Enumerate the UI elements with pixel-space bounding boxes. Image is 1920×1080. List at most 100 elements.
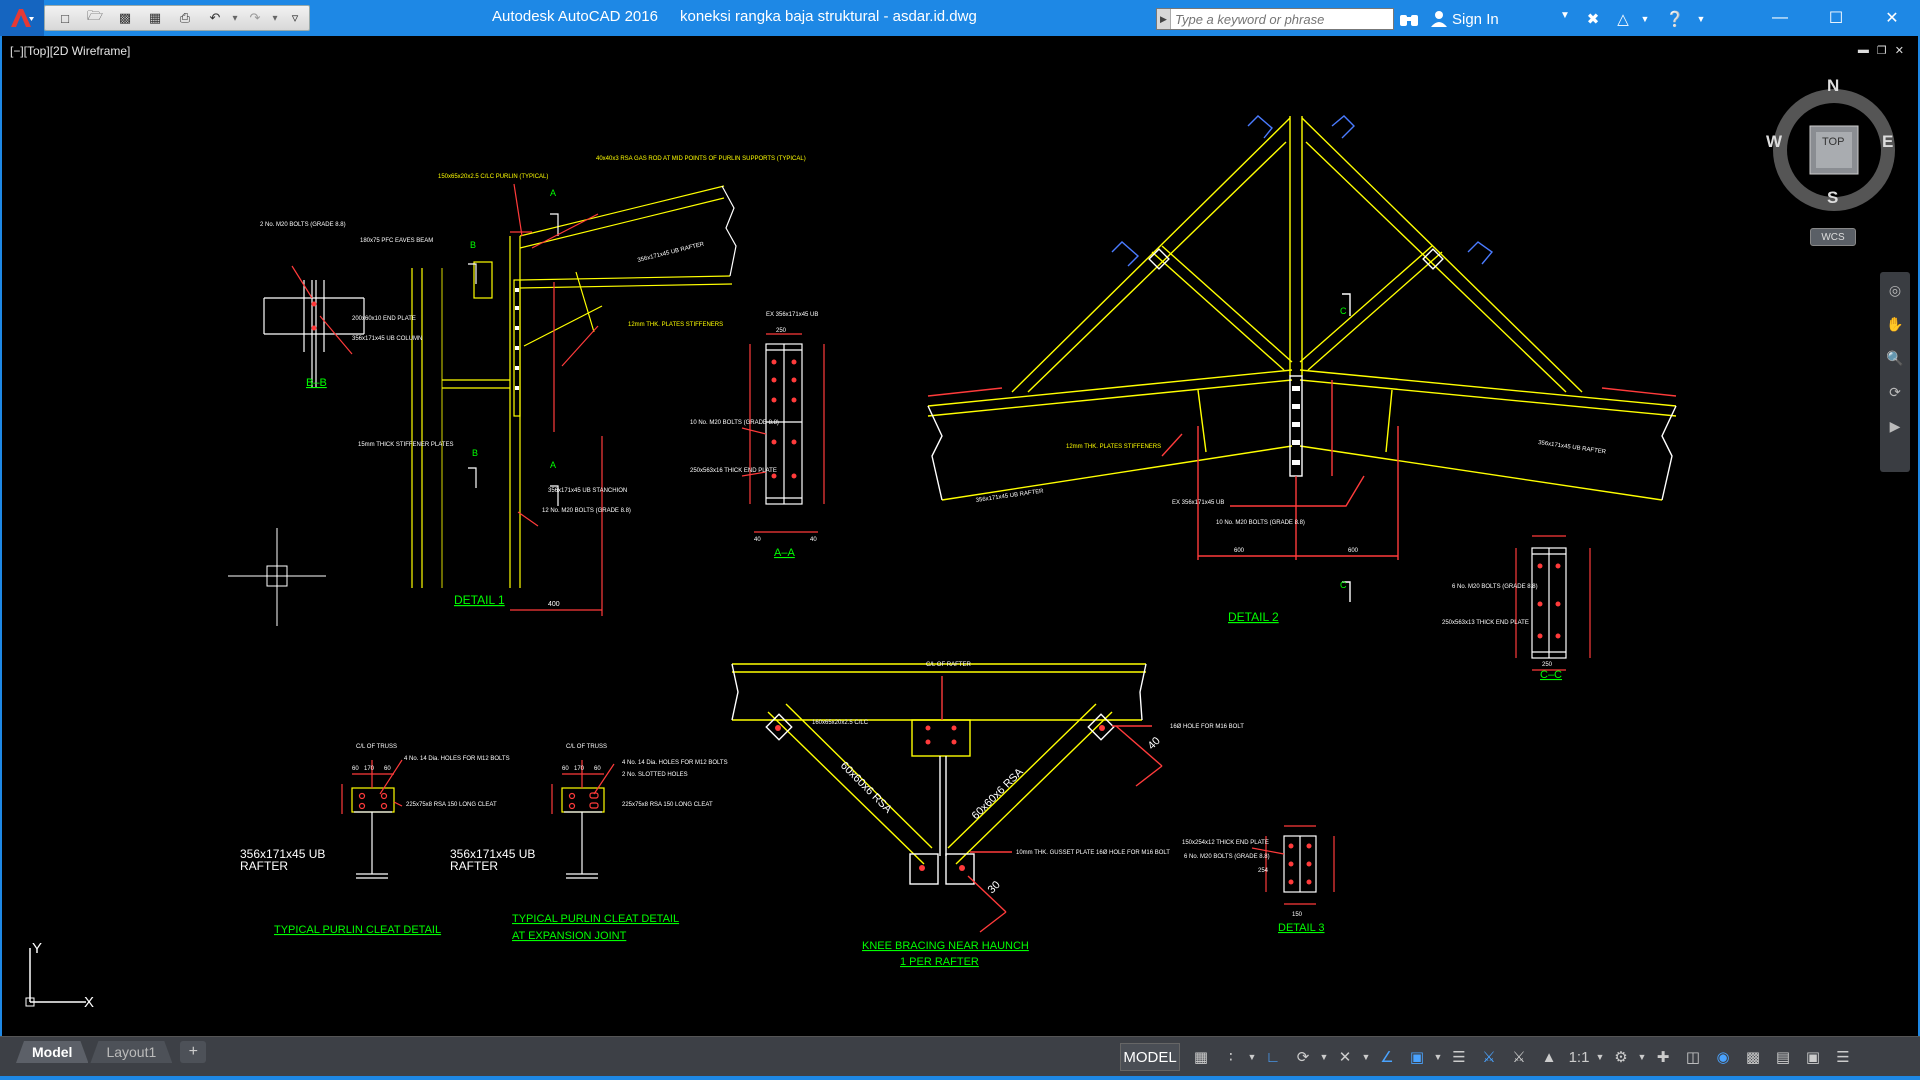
knee-bracing-title-line1: KNEE BRACING NEAR HAUNCH: [862, 940, 1029, 952]
model-space-button[interactable]: MODEL: [1120, 1043, 1180, 1071]
hardware-icon[interactable]: ▤: [1775, 1049, 1791, 1066]
ortho-icon[interactable]: ∟: [1265, 1048, 1281, 1066]
layout-tabs: Model Layout1 +: [16, 1041, 207, 1063]
section-aa-dim-40-left: 40: [754, 537, 761, 543]
orbit-icon[interactable]: ⟳: [1889, 383, 1901, 400]
add-layout-icon[interactable]: +: [180, 1041, 207, 1063]
quick-access-toolbar: □ 🗁 ▩ ▦ ⎙ ↶ ▾ ↷ ▾ ▿: [44, 5, 310, 31]
detail1-title: DETAIL 1: [454, 593, 505, 607]
a360-dropdown-icon[interactable]: ▼: [1640, 14, 1650, 24]
sign-in-dropdown-icon[interactable]: ▼: [1560, 10, 1570, 21]
binoculars-icon[interactable]: [1398, 10, 1420, 28]
clean-screen-icon[interactable]: ▣: [1805, 1049, 1821, 1066]
purlin-cleat-exp-member-line2: RAFTER: [450, 859, 498, 873]
knee-bracing-angle-40: 40: [1146, 735, 1163, 752]
close-icon[interactable]: ✕: [1885, 10, 1899, 27]
units-icon[interactable]: ◫: [1685, 1049, 1701, 1066]
isolate-icon[interactable]: ▩: [1745, 1049, 1761, 1066]
crosshair-cursor: [228, 528, 326, 626]
purlin-cleat-dim-60-left: 60: [352, 766, 359, 772]
viewcube-east[interactable]: E: [1882, 132, 1894, 151]
lineweight-icon[interactable]: ☰: [1452, 1049, 1466, 1066]
annomonitor-icon[interactable]: ✚: [1656, 1049, 1670, 1066]
otrack-dropdown-icon[interactable]: ▼: [1433, 1052, 1443, 1062]
workspace-dropdown-icon[interactable]: ▼: [1637, 1052, 1647, 1062]
purlin-cleat-exp-dim-60-left: 60: [562, 766, 569, 772]
viewcube-north[interactable]: N: [1827, 76, 1840, 95]
annotation-icon[interactable]: ⚔: [1482, 1049, 1496, 1066]
purlin-cleat-note-truss: C/L OF TRUSS: [356, 744, 397, 750]
search-input[interactable]: [1171, 10, 1371, 28]
isodraft-icon[interactable]: ✕: [1338, 1049, 1352, 1066]
purlin-cleat-exp-note-holes: 4 No. 14 Dia. HOLES FOR M12 BOLTS: [622, 760, 728, 766]
open-icon[interactable]: 🗁: [86, 8, 104, 23]
autoscale-icon[interactable]: ▲: [1541, 1048, 1557, 1066]
snap-dropdown-icon[interactable]: ▼: [1247, 1052, 1257, 1062]
help-icon[interactable]: ❔: [1665, 11, 1685, 28]
viewcube-top-face[interactable]: TOP: [1822, 136, 1845, 148]
detail1-dim-400: 400: [548, 601, 560, 608]
plot-icon[interactable]: ⎙: [179, 10, 191, 25]
annovis-icon[interactable]: ⚔: [1512, 1049, 1526, 1066]
grid-icon[interactable]: ▦: [1193, 1049, 1209, 1066]
maximize-icon[interactable]: ☐: [1828, 10, 1844, 27]
tab-model[interactable]: Model: [16, 1041, 88, 1063]
a360-icon[interactable]: △: [1617, 11, 1629, 28]
user-icon: [1431, 11, 1447, 27]
application-menu-button[interactable]: [0, 0, 44, 36]
undo-dropdown-icon[interactable]: ▾: [232, 12, 238, 24]
customize-icon[interactable]: ▿: [291, 10, 299, 25]
purlin-cleat-member-line2: RAFTER: [240, 859, 288, 873]
viewport-close-icon[interactable]: ✕: [1894, 45, 1904, 57]
zoom-icon[interactable]: 🔍: [1886, 349, 1904, 366]
showmotion-icon[interactable]: ▶: [1889, 417, 1901, 434]
sign-in-area[interactable]: Sign In: [1430, 8, 1499, 30]
section-cc-drawing: [1515, 535, 1591, 671]
scale-dropdown-icon[interactable]: ▼: [1595, 1052, 1605, 1062]
drawing-area[interactable]: [−][Top][2D Wireframe] ▬ ❐ ✕: [0, 36, 1920, 1036]
exchange-icon[interactable]: ✖: [1586, 11, 1600, 28]
undo-icon[interactable]: ↶: [209, 10, 221, 25]
window-bottom-border: [0, 1076, 1920, 1080]
help-dropdown-icon[interactable]: ▼: [1696, 14, 1706, 24]
detail1-note-stanchion: 356x171x45 UB STANCHION: [548, 488, 627, 494]
steering-wheel-icon[interactable]: ◎: [1888, 281, 1902, 298]
detail-3-drawing: [1251, 825, 1335, 905]
customize-status-icon[interactable]: ☰: [1836, 1049, 1850, 1066]
section-cc-note-end-plate: 250x563x13 THICK END PLATE: [1442, 620, 1529, 626]
viewcube-south[interactable]: S: [1827, 188, 1839, 207]
redo-dropdown-icon[interactable]: ▾: [272, 12, 278, 24]
viewcube[interactable]: [1764, 76, 1904, 236]
purlin-cleat-exp-title-line2: AT EXPANSION JOINT: [512, 930, 627, 942]
pan-icon[interactable]: ✋: [1886, 315, 1904, 332]
viewport-controls-label[interactable]: [−][Top][2D Wireframe]: [10, 44, 131, 58]
detail2-note-rafter-left: 356x171x45 UB RAFTER: [975, 488, 1044, 504]
viewport-restore-icon[interactable]: ❐: [1876, 45, 1887, 57]
polar-dropdown-icon[interactable]: ▼: [1319, 1052, 1329, 1062]
minimize-icon[interactable]: —: [1772, 9, 1788, 26]
otrack-icon[interactable]: ▣: [1409, 1049, 1425, 1066]
save-icon[interactable]: ▩: [118, 10, 132, 25]
section-bb-note-end-plate: 200x60x10 END PLATE: [352, 316, 416, 322]
redo-icon[interactable]: ↷: [249, 10, 261, 25]
new-icon[interactable]: □: [61, 10, 69, 26]
osnap-icon[interactable]: ∠: [1380, 1049, 1394, 1066]
isodraft-dropdown-icon[interactable]: ▼: [1361, 1052, 1371, 1062]
workspace-icon[interactable]: ⚙: [1614, 1049, 1628, 1066]
purlin-cleat-exp-note-slotted: 2 No. SLOTTED HOLES: [622, 772, 688, 778]
search-expand-icon[interactable]: ▶: [1157, 9, 1171, 29]
scale-icon[interactable]: 1:1: [1568, 1048, 1590, 1066]
autocad-logo-icon: [11, 9, 34, 27]
viewport-minimize-icon[interactable]: ▬: [1857, 44, 1869, 56]
viewport-window-controls: ▬ ❐ ✕: [1858, 44, 1904, 57]
polar-icon[interactable]: ⟳: [1296, 1049, 1310, 1066]
detail2-note-bolts: 10 No. M20 BOLTS (GRADE 8.8): [1216, 520, 1305, 526]
quickprops-icon[interactable]: ◉: [1716, 1049, 1730, 1066]
window-controls: — ☐ ✕: [1752, 0, 1920, 36]
save-as-icon[interactable]: ▦: [148, 10, 162, 25]
tab-layout1[interactable]: Layout1: [90, 1041, 172, 1063]
detail2-section-mark-c1: C: [1340, 306, 1347, 316]
viewcube-west[interactable]: W: [1766, 132, 1783, 151]
snap-icon[interactable]: ∶: [1229, 1049, 1233, 1066]
wcs-menu-button[interactable]: WCS: [1810, 228, 1856, 246]
